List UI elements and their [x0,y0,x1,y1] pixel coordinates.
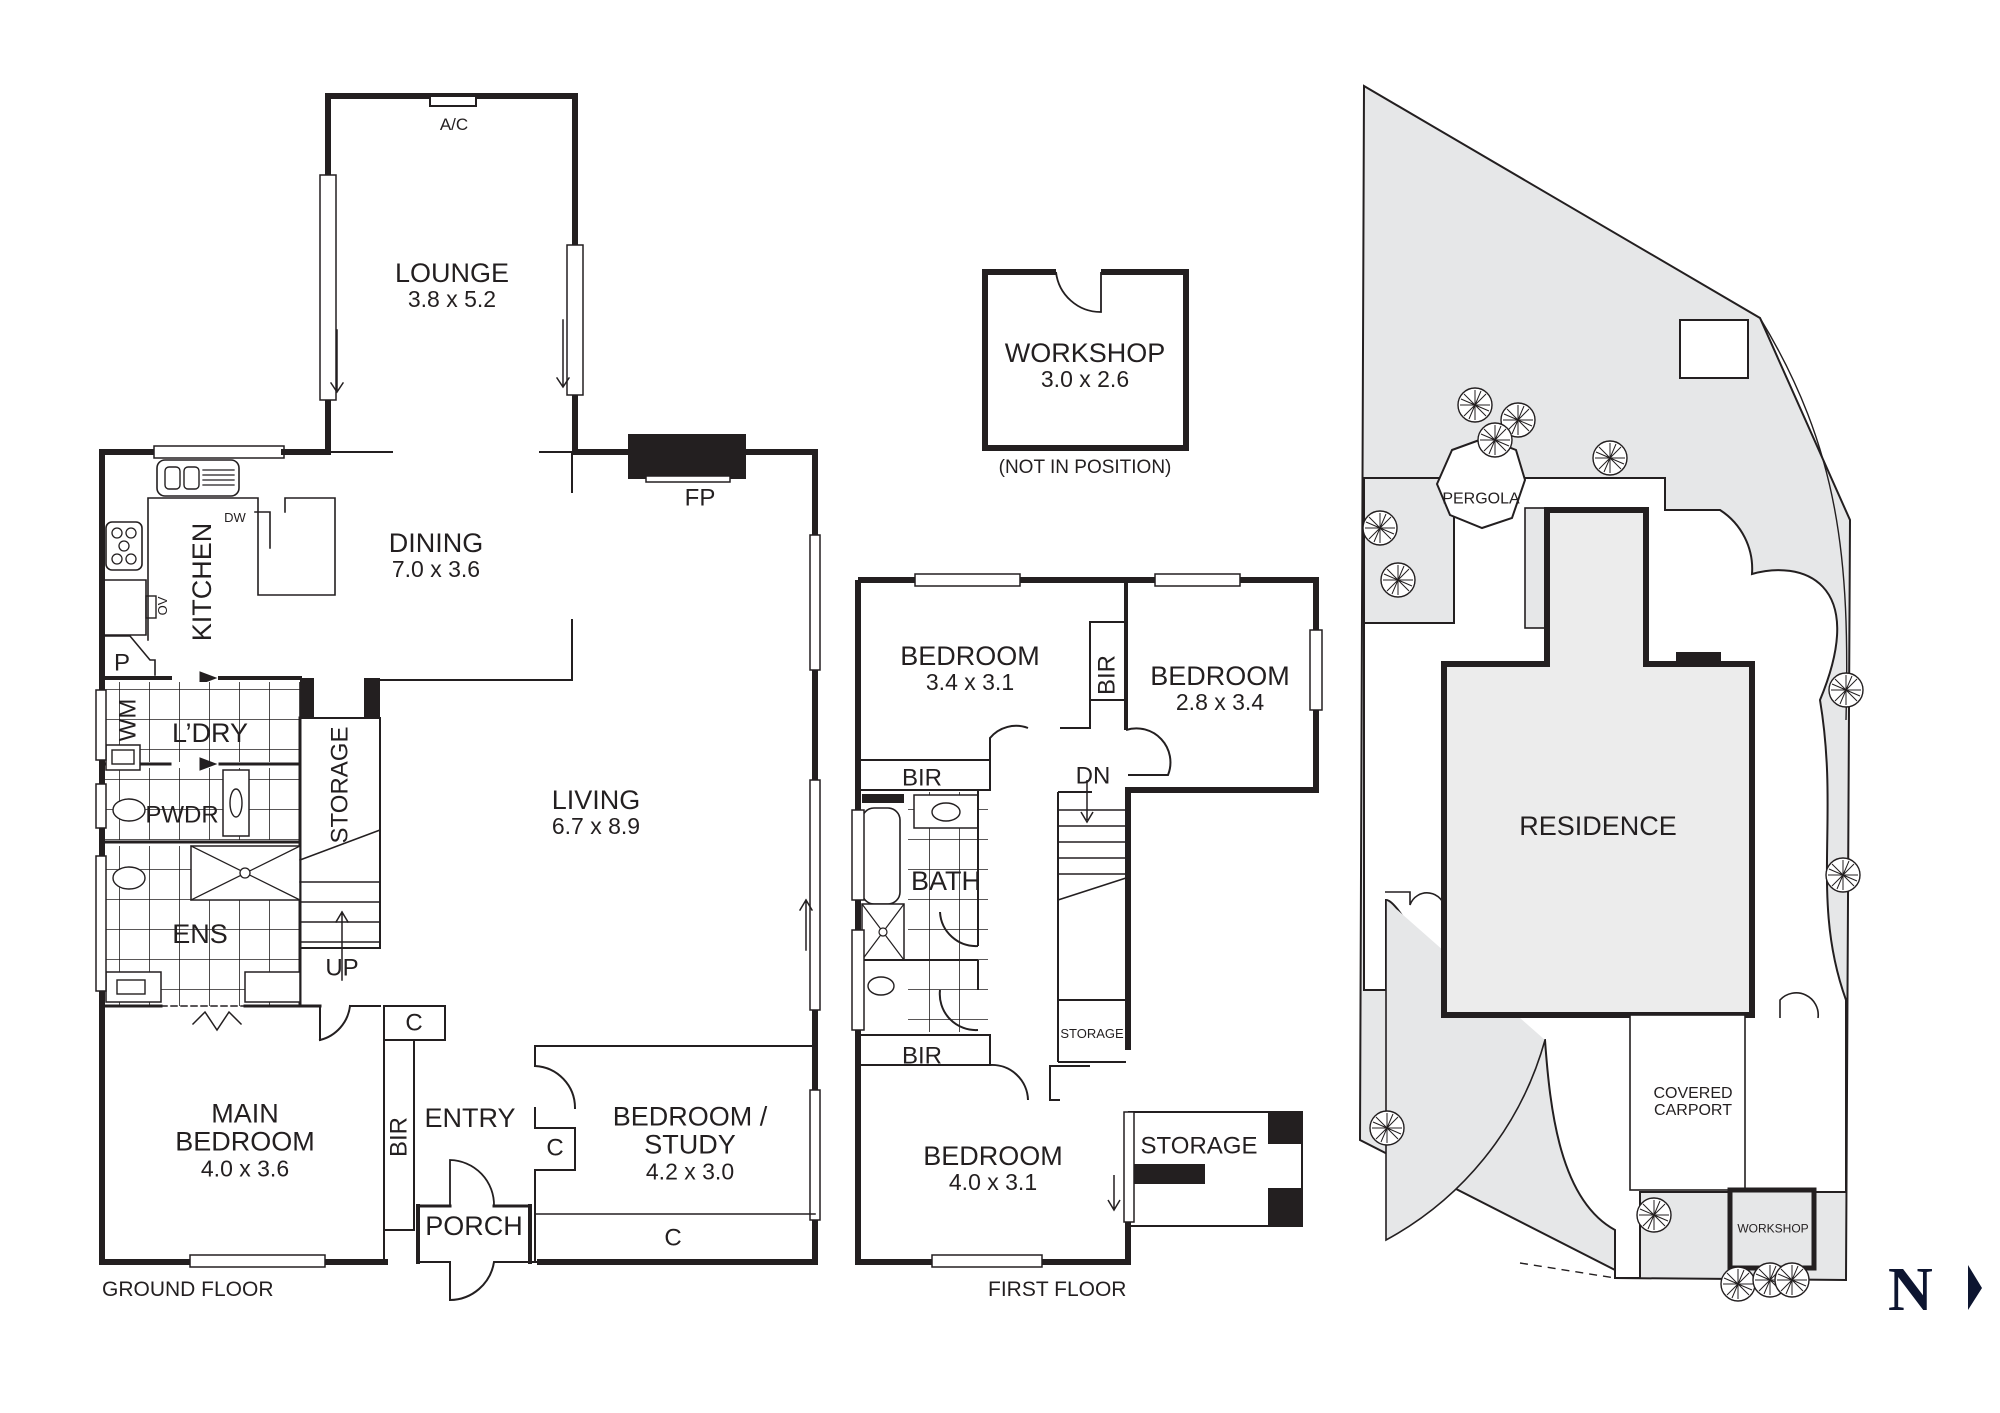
cupboard-label: C [664,1224,682,1252]
laundry-label: L’DRY [171,717,249,748]
bedroom-3-label: BEDROOM 4.0 x 3.1 [923,1140,1063,1196]
bedroom-2-label: BEDROOM 2.8 x 3.4 [1150,660,1290,716]
room-name-line1: MAIN [211,1098,279,1129]
residence-label: RESIDENCE [1519,810,1677,841]
oven-label: OV [155,596,171,616]
site-plan [1358,84,1864,1302]
first-floor-caption: FIRST FLOOR [988,1278,1127,1301]
site-workshop-label: WORKSHOP [1737,1221,1809,1236]
room-name: BEDROOM [923,1140,1063,1171]
room-dims: 7.0 x 3.6 [391,556,481,583]
main-bedroom-label: MAIN BEDROOM 4.0 x 3.6 [175,1098,315,1182]
first-floor-plan [851,573,1323,1268]
room-name: BEDROOM [900,640,1040,671]
workshop-note: (NOT IN POSITION) [998,457,1172,479]
ground-floor-plan [95,93,821,1302]
room-dims: 4.2 x 3.0 [645,1158,735,1185]
room-name-line2: STUDY [644,1129,736,1160]
room-dims: 3.4 x 3.1 [925,669,1015,696]
entry-label: ENTRY [424,1102,516,1133]
storage-label: STORAGE [326,726,354,844]
lounge-label: LOUNGE 3.8 x 5.2 [394,257,510,313]
room-name: BEDROOM [1150,660,1290,691]
north-arrow-icon [1968,1265,1982,1310]
room-name: WORKSHOP [1004,337,1166,368]
room-name: LIVING [551,784,641,815]
ac-label: A/C [439,115,469,135]
living-label: LIVING 6.7 x 8.9 [551,784,641,840]
room-dims: 2.8 x 3.4 [1175,689,1265,716]
bir-label: BIR [385,1116,413,1158]
pergola-label: PERGOLA [1442,490,1520,508]
dishwasher-label: DW [224,510,246,526]
carport-label: COVERED CARPORT [1653,1085,1733,1120]
pantry-label: P [113,649,131,677]
storage-small-label: STORAGE [1060,1026,1124,1042]
bedroom-study-label: BEDROOM / STUDY 4.2 x 3.0 [612,1101,768,1185]
carport-line2: CARPORT [1654,1102,1732,1119]
workshop-detail [982,269,1189,451]
room-dims: 4.0 x 3.6 [200,1155,290,1182]
washing-machine-label: WM [114,698,142,742]
room-dims: 6.7 x 8.9 [551,813,641,840]
stairs-down-label: DN [1075,762,1111,790]
bedroom-1-label: BEDROOM 3.4 x 3.1 [900,640,1040,696]
stairs-up-label: UP [325,954,359,982]
cupboard-label: C [546,1134,564,1162]
carport-line1: COVERED [1653,1085,1733,1103]
room-name-line2: BEDROOM [175,1126,315,1157]
cupboard-label: C [405,1009,423,1037]
porch-label: PORCH [425,1210,523,1241]
powder-room-label: PWDR [145,801,219,829]
compass-north-label: N [1888,1256,1933,1324]
workshop-label: WORKSHOP 3.0 x 2.6 [1004,337,1166,393]
room-name: LOUNGE [394,257,510,288]
storage-label: STORAGE [1140,1132,1258,1160]
room-dims: 3.0 x 2.6 [1040,366,1130,393]
room-name-line1: BEDROOM / [612,1101,768,1132]
bir-label: BIR [901,1042,943,1070]
fireplace-label: FP [684,484,716,512]
bath-label: BATH [910,865,982,896]
dining-label: DINING 7.0 x 3.6 [388,527,484,583]
room-dims: 4.0 x 3.1 [948,1169,1038,1196]
bir-label: BIR [1093,654,1121,696]
bir-label: BIR [901,764,943,792]
kitchen-label: KITCHEN [186,522,217,642]
room-dims: 3.8 x 5.2 [407,286,497,313]
ground-floor-caption: GROUND FLOOR [102,1278,274,1301]
room-name: DINING [388,527,484,558]
ensuite-label: ENS [172,918,228,949]
